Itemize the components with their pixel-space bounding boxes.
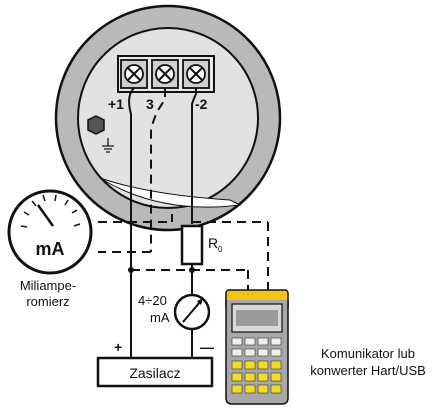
transmitter-housing bbox=[54, 4, 282, 232]
ammeter-range-label: 4÷20 bbox=[138, 293, 167, 308]
hex-bolt-icon bbox=[87, 115, 105, 135]
terminal-3-label: 3 bbox=[146, 96, 154, 112]
dashed-wiring bbox=[98, 88, 269, 290]
ammeter-unit-label: mA bbox=[150, 310, 170, 325]
screw-terminal-icon bbox=[151, 59, 179, 89]
terminal-block bbox=[117, 55, 215, 93]
communicator-label-line2: konwerter Hart/USB bbox=[310, 363, 426, 378]
resistor bbox=[180, 224, 204, 266]
ground-icon bbox=[102, 138, 114, 153]
milliammeter: mA bbox=[7, 189, 93, 275]
meter-name-line1: Miliampe- bbox=[20, 278, 76, 293]
resistor-subscript: 0 bbox=[218, 245, 223, 254]
meter-unit: mA bbox=[35, 239, 64, 259]
terminal-plus1-label: +1 bbox=[108, 96, 124, 112]
power-supply-minus: — bbox=[200, 339, 214, 355]
meter-name-line2: romierz bbox=[26, 294, 69, 309]
terminal-minus2-label: -2 bbox=[195, 96, 208, 112]
handheld-communicator-icon bbox=[225, 289, 289, 405]
resistor-label: R bbox=[208, 235, 218, 251]
communicator-label-line1: Komunikator lub bbox=[321, 346, 415, 361]
power-supply-plus: + bbox=[114, 339, 122, 355]
power-supply-box bbox=[96, 356, 214, 388]
arrow-meter-icon bbox=[173, 293, 211, 331]
screw-terminal-icon bbox=[120, 59, 148, 89]
power-supply-label: Zasilacz bbox=[129, 365, 180, 381]
screw-terminal-icon bbox=[182, 59, 210, 89]
